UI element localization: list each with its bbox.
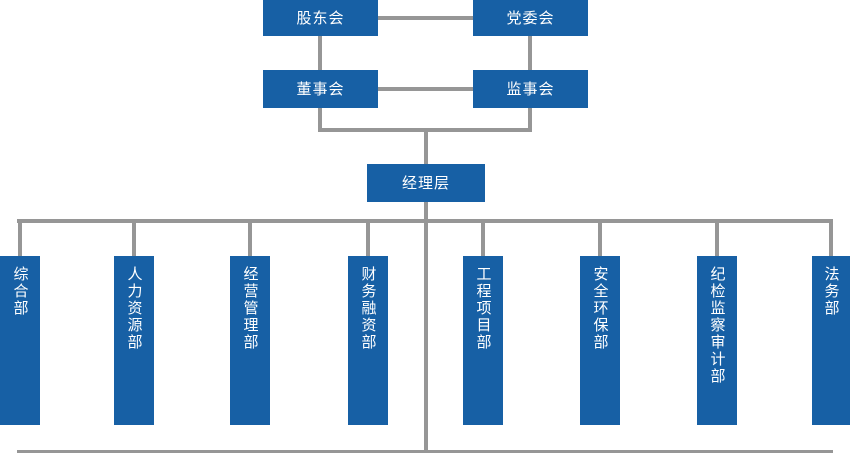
node-department-human-resources[interactable]: 人力资源部 <box>114 256 154 425</box>
connector-drop-legal-affairs <box>829 219 833 257</box>
connector-drop-operations-management <box>248 219 252 257</box>
node-shareholders-meeting-label: 股东会 <box>296 8 345 27</box>
node-department-safety-environment-label: 安全环保部 <box>591 266 610 351</box>
connector-board-drop <box>318 108 322 132</box>
node-department-discipline-audit[interactable]: 纪检监察审计部 <box>697 256 737 425</box>
connector-shareholders-to-party <box>378 16 473 20</box>
connector-supervisors-drop <box>528 108 532 132</box>
connector-shareholders-to-board <box>318 36 322 70</box>
node-party-committee[interactable]: 党委会 <box>473 0 588 36</box>
connector-party-to-supervisors <box>528 36 532 70</box>
node-department-legal-affairs-label: 法务部 <box>822 266 841 317</box>
node-shareholders-meeting[interactable]: 股东会 <box>263 0 378 36</box>
connector-drop-safety-environment <box>598 219 602 257</box>
connector-drop-human-resources <box>132 219 136 257</box>
node-department-finance-and-financing[interactable]: 财务融资部 <box>348 256 388 425</box>
node-board-of-supervisors-label: 监事会 <box>506 79 555 98</box>
connector-drop-engineering-projects <box>481 219 485 257</box>
node-department-discipline-audit-label: 纪检监察审计部 <box>708 266 727 385</box>
node-department-general-affairs[interactable]: 综合部 <box>0 256 40 425</box>
node-department-human-resources-label: 人力资源部 <box>125 266 144 351</box>
node-department-operations-management[interactable]: 经营管理部 <box>230 256 270 425</box>
connector-drop-discipline-audit <box>715 219 719 257</box>
node-board-of-directors[interactable]: 董事会 <box>263 70 378 108</box>
node-department-legal-affairs[interactable]: 法务部 <box>812 256 850 425</box>
node-department-finance-and-financing-label: 财务融资部 <box>359 266 378 351</box>
bottom-divider <box>17 450 833 453</box>
connector-center-spine <box>424 219 428 450</box>
node-management-layer-label: 经理层 <box>401 173 450 192</box>
connector-board-to-supervisors <box>378 87 473 91</box>
node-department-engineering-projects[interactable]: 工程项目部 <box>463 256 503 425</box>
node-board-of-supervisors[interactable]: 监事会 <box>473 70 588 108</box>
node-department-safety-environment[interactable]: 安全环保部 <box>580 256 620 425</box>
connector-management-to-bus <box>424 202 428 223</box>
node-department-general-affairs-label: 综合部 <box>11 266 30 317</box>
node-management-layer[interactable]: 经理层 <box>367 164 485 202</box>
node-department-operations-management-label: 经营管理部 <box>241 266 260 351</box>
connector-drop-general-affairs <box>18 219 22 257</box>
node-board-of-directors-label: 董事会 <box>296 79 345 98</box>
node-department-engineering-projects-label: 工程项目部 <box>474 266 493 351</box>
node-party-committee-label: 党委会 <box>506 8 555 27</box>
connector-drop-finance-and-financing <box>366 219 370 257</box>
connector-bracket-to-management <box>424 128 428 166</box>
